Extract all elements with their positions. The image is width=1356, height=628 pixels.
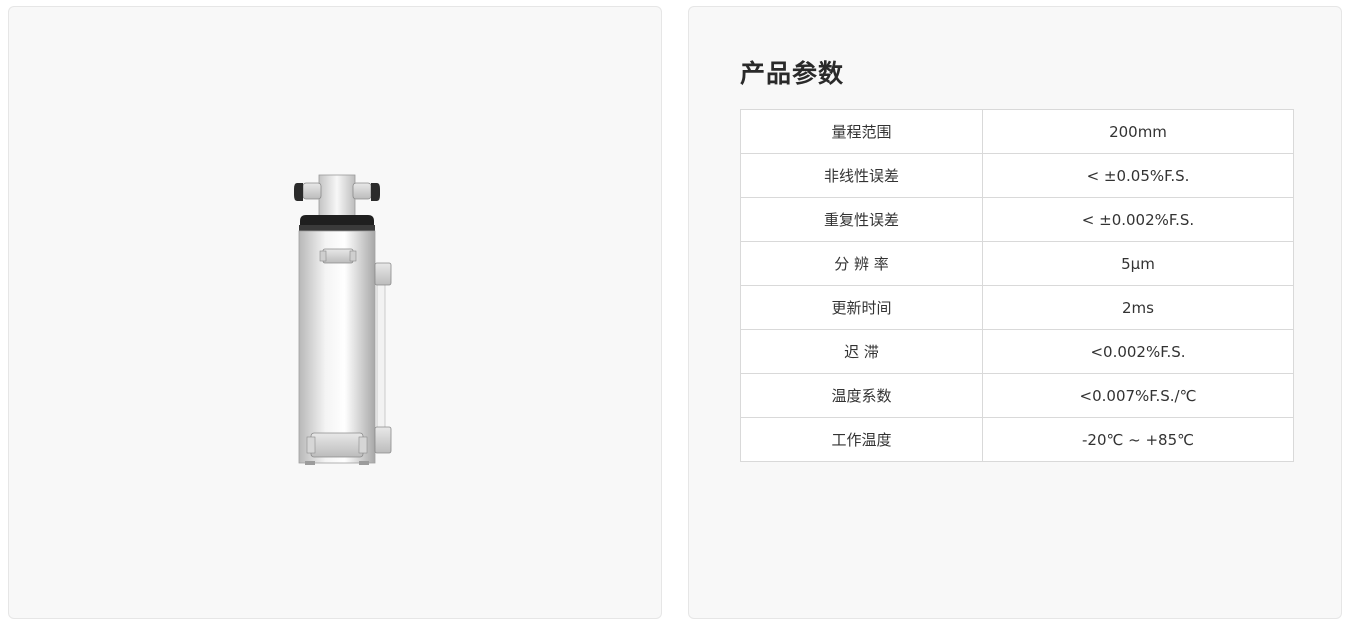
- product-params-panel: 产品参数 量程范围 200mm 非线性误差 < ±0.05%F.S. 重复性误差…: [688, 6, 1342, 619]
- product-image-panel: [8, 6, 662, 619]
- table-row: 迟 滞 <0.002%F.S.: [740, 329, 1294, 374]
- param-label: 分 辨 率: [740, 241, 983, 286]
- param-label: 温度系数: [740, 373, 983, 418]
- param-label: 工作温度: [740, 417, 983, 462]
- params-table: 量程范围 200mm 非线性误差 < ±0.05%F.S. 重复性误差 < ±0…: [740, 109, 1294, 462]
- param-value: 200mm: [982, 109, 1294, 154]
- table-row: 更新时间 2ms: [740, 285, 1294, 330]
- table-row: 重复性误差 < ±0.002%F.S.: [740, 197, 1294, 242]
- table-row: 分 辨 率 5μm: [740, 241, 1294, 286]
- param-value: 5μm: [982, 241, 1294, 286]
- param-value: <0.002%F.S.: [982, 329, 1294, 374]
- param-value: 2ms: [982, 285, 1294, 330]
- param-value: < ±0.002%F.S.: [982, 197, 1294, 242]
- param-value: -20℃ ~ +85℃: [982, 417, 1294, 462]
- param-label: 重复性误差: [740, 197, 983, 242]
- param-label: 量程范围: [740, 109, 983, 154]
- sensor-product-image: [294, 174, 392, 465]
- param-value: < ±0.05%F.S.: [982, 153, 1294, 198]
- param-value: <0.007%F.S./℃: [982, 373, 1294, 418]
- table-row: 非线性误差 < ±0.05%F.S.: [740, 153, 1294, 198]
- param-label: 迟 滞: [740, 329, 983, 374]
- param-label: 更新时间: [740, 285, 983, 330]
- param-label: 非线性误差: [740, 153, 983, 198]
- section-title: 产品参数: [740, 59, 845, 88]
- table-row: 工作温度 -20℃ ~ +85℃: [740, 417, 1294, 462]
- table-row: 量程范围 200mm: [740, 109, 1294, 154]
- table-row: 温度系数 <0.007%F.S./℃: [740, 373, 1294, 418]
